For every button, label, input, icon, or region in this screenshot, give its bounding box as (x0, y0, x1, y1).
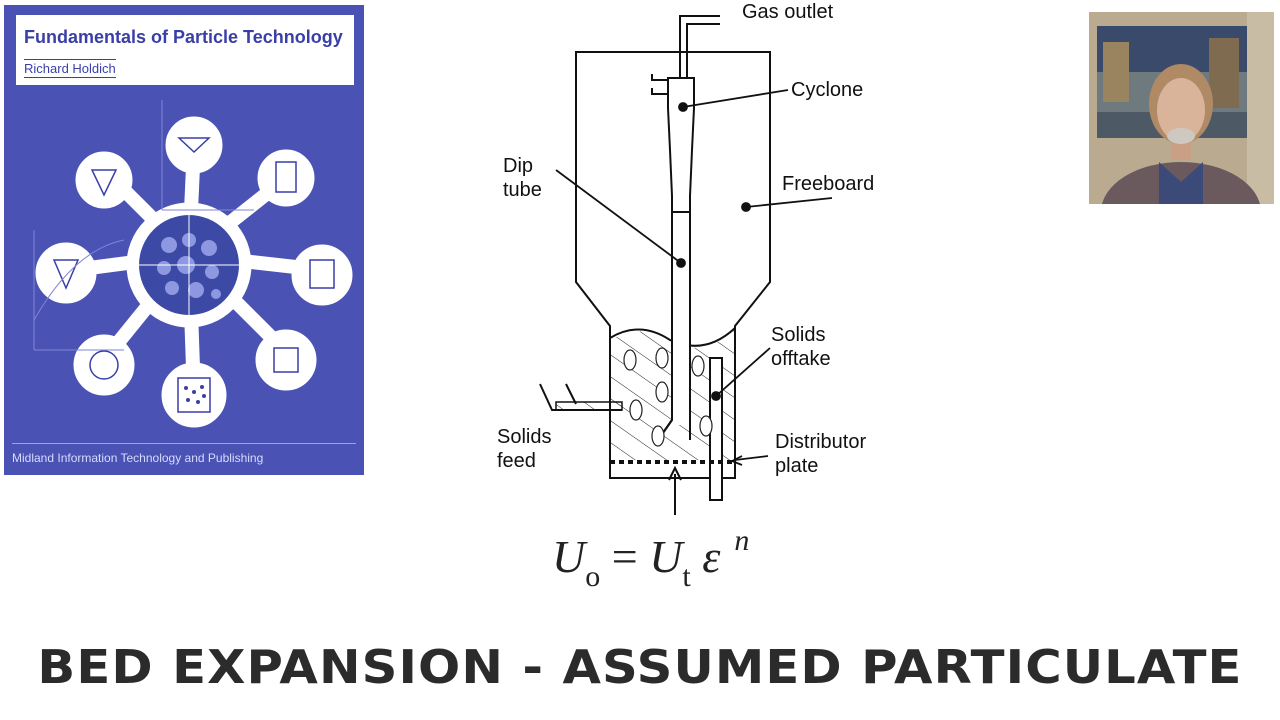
equation-equals: = (611, 531, 638, 582)
book-cover-art (33, 100, 353, 428)
label-cyclone: Cyclone (791, 79, 864, 101)
presenter-webcam (1089, 12, 1274, 204)
equation-rhs-subscript: t (682, 560, 691, 593)
equation-lhs-subscript: o (585, 560, 601, 593)
equation-exponent: n (734, 524, 750, 557)
fluidized-bed-diagram: Gas outlet Cyclone Dip tube Freeboard So… (480, 0, 900, 525)
label-gas-outlet: Gas outlet (742, 1, 834, 23)
label-distributor-plate: Distributor plate (775, 431, 867, 477)
equation-lhs: U (552, 531, 586, 582)
book-title: Fundamentals of Particle Technology (24, 27, 343, 47)
book-title-box: Fundamentals of Particle Technology Rich… (16, 15, 354, 85)
fluidized-bed-drawing (539, 15, 833, 515)
label-freeboard: Freeboard (782, 173, 875, 195)
book-footer-rule (12, 443, 356, 444)
book-cover: Fundamentals of Particle Technology Rich… (4, 5, 364, 475)
label-solids-offtake: Solids offtake (771, 324, 831, 370)
equation-rhs: U (649, 531, 683, 582)
slide-headline: BED EXPANSION - ASSUMED PARTICULATE (37, 640, 1243, 694)
presenter-video-frame (1089, 12, 1274, 204)
equation-epsilon: ε (702, 531, 721, 582)
book-publisher: Midland Information Technology and Publi… (12, 451, 264, 465)
label-solids-feed: Solids feed (497, 426, 552, 472)
label-dip-tube: Dip tube (503, 155, 542, 201)
book-author: Richard Holdich (24, 59, 116, 78)
